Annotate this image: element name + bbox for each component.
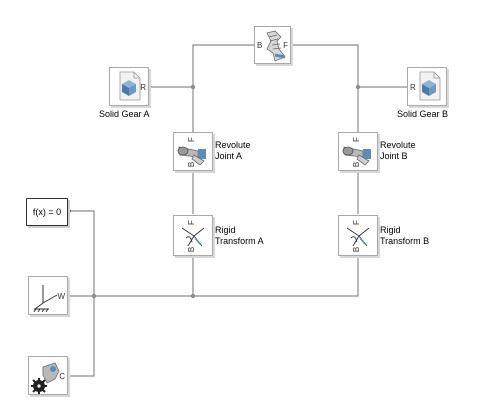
- revolute-joint-b-label-line1: Revolute: [380, 140, 416, 150]
- rigid-transform-b-label-line2: Transform B: [380, 236, 430, 246]
- rigid-transform-b-label-line1: Rigid: [380, 225, 401, 235]
- port-label-f: F: [186, 137, 196, 142]
- revolute-joint-b-block[interactable]: F B: [338, 132, 378, 171]
- port-label-b: B: [187, 246, 197, 253]
- solid-cube-icon: [119, 71, 141, 101]
- port-label-b: B: [257, 41, 263, 50]
- rigid-transform-icon: [181, 227, 205, 247]
- solid-cube-icon: [419, 71, 441, 101]
- port-label-w: W: [57, 292, 65, 301]
- solid-gear-a-label: Solid Gear A: [99, 109, 150, 119]
- gear-constraint-icon: [266, 30, 286, 62]
- solid-gear-b-label: Solid Gear B: [397, 109, 449, 119]
- revolute-joint-b-label-line2: Joint B: [380, 151, 408, 161]
- port-label-f: F: [351, 220, 361, 225]
- revolute-joint-a-block[interactable]: F B: [173, 132, 213, 171]
- mechanism-configuration-block[interactable]: C: [28, 356, 68, 395]
- wire-solver-config-trunk[interactable]: [68, 210, 95, 377]
- port-dots: [67, 209, 71, 213]
- port-label-f: F: [283, 41, 288, 50]
- rigid-transform-b-block[interactable]: F B: [338, 215, 378, 256]
- port-label-c: C: [59, 372, 65, 381]
- revolute-joint-a-label-line1: Revolute: [215, 140, 251, 150]
- revolute-joint-icon: [177, 146, 206, 166]
- port-label-f: F: [351, 137, 361, 142]
- solid-gear-a-block[interactable]: R: [109, 67, 149, 106]
- junction-dots: [91, 84, 361, 299]
- port-label-b: B: [352, 246, 362, 253]
- revolute-joint-icon: [342, 146, 371, 166]
- world-frame-icon: [33, 285, 58, 313]
- rigid-transform-a-label-line2: Transform A: [215, 236, 264, 246]
- wire-world-bus[interactable]: [68, 256, 359, 297]
- port-label-f: F: [186, 220, 196, 225]
- port-label-r: R: [410, 83, 416, 92]
- mechanism-config-icon: [31, 362, 60, 394]
- port-label-r: R: [140, 83, 146, 92]
- world-frame-block[interactable]: W: [28, 276, 68, 315]
- port-label-b: B: [187, 161, 197, 168]
- revolute-joint-a-label-line2: Joint A: [215, 151, 243, 161]
- gear-constraint-block[interactable]: B F: [254, 26, 291, 64]
- rigid-transform-icon: [346, 227, 370, 247]
- rigid-transform-a-block[interactable]: F B: [173, 215, 213, 256]
- solver-configuration-block[interactable]: f(x) = 0: [26, 198, 68, 226]
- wire-gear-b-to-revolute-a[interactable]: [192, 44, 255, 132]
- rigid-transform-a-label-line1: Rigid: [215, 225, 236, 235]
- solid-gear-b-block[interactable]: R: [407, 67, 447, 106]
- port-label-b: B: [352, 161, 362, 168]
- wire-gear-f-to-revolute-b[interactable]: [290, 44, 359, 132]
